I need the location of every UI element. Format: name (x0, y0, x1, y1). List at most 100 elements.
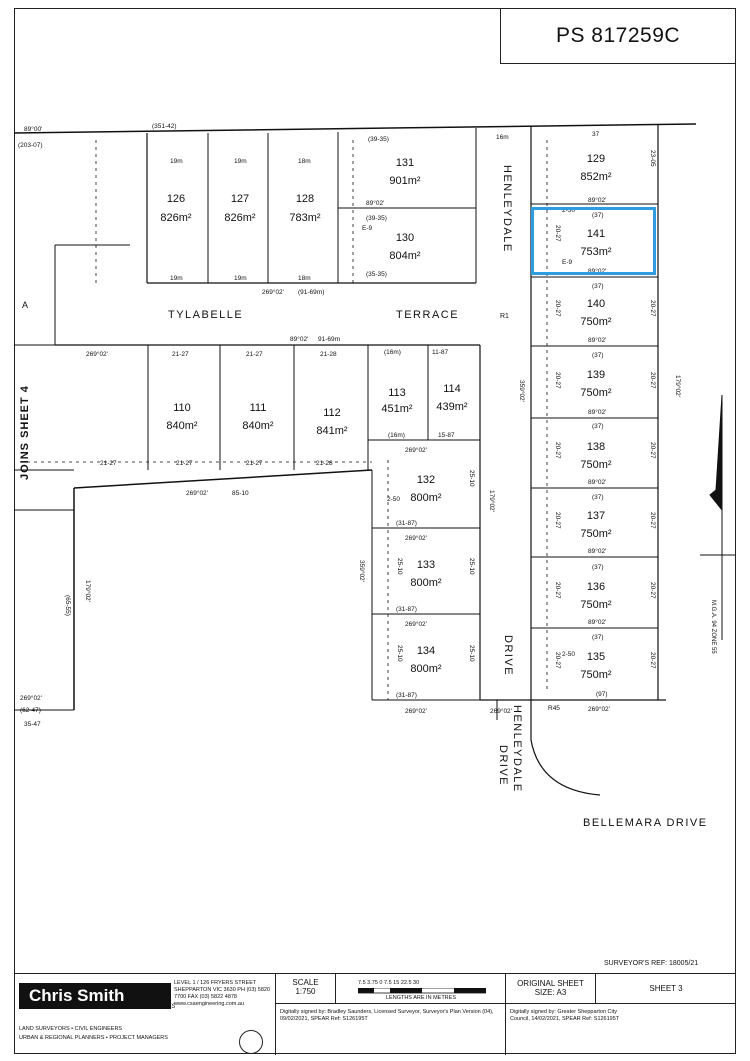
svg-text:R45: R45 (548, 705, 560, 712)
lot-number: 138 (587, 441, 605, 453)
svg-text:2-50: 2-50 (562, 651, 575, 658)
lot-number: 140 (587, 298, 605, 310)
lot-area: 783m² (289, 212, 321, 224)
north-boundary-line (13, 123, 697, 134)
svg-text:89°02': 89°02' (588, 336, 606, 344)
svg-text:21-28: 21-28 (316, 460, 333, 467)
svg-text:25-10: 25-10 (396, 558, 403, 575)
svg-text:21-27: 21-27 (100, 460, 117, 467)
road-name-tylabelle: TYLABELLE (168, 309, 243, 321)
road-name-bellemara: BELLEMARA DRIVE (583, 817, 708, 829)
svg-text:19m: 19m (234, 275, 247, 282)
lot-area: 750m² (580, 459, 612, 471)
svg-text:19m: 19m (170, 158, 183, 165)
lot-labels: 126 826m² 127 826m² 128 783m² 131 901m² … (160, 153, 612, 681)
svg-text:21-27: 21-27 (246, 351, 263, 358)
original-sheet-cell: ORIGINAL SHEET SIZE: A3 (506, 974, 596, 1004)
svg-text:37: 37 (592, 131, 600, 138)
lot-number: 133 (417, 559, 435, 571)
svg-text:25-10: 25-10 (468, 645, 475, 662)
lot-area: 750m² (580, 528, 612, 540)
svg-text:E-9: E-9 (562, 259, 573, 266)
svg-text:(16m): (16m) (388, 432, 405, 439)
council-signature-cell: Digitally signed by: Greater Shepparton … (506, 1004, 736, 1055)
lot-area: 800m² (410, 663, 442, 675)
svg-text:269°02': 269°02' (405, 620, 427, 628)
svg-text:(37): (37) (592, 634, 604, 641)
svg-text:20-27: 20-27 (649, 512, 656, 529)
svg-text:89°02': 89°02' (290, 335, 308, 343)
svg-text:(31-87): (31-87) (396, 520, 417, 527)
svg-text:179°02': 179°02' (84, 580, 92, 602)
sheet-cell: SHEET 3 (596, 974, 736, 1004)
svg-text:91-69m: 91-69m (318, 336, 340, 343)
svg-text:23-05: 23-05 (649, 150, 656, 167)
svg-text:(62-47): (62-47) (20, 707, 41, 714)
lot-area: 750m² (580, 316, 612, 328)
svg-text:(91-69m): (91-69m) (298, 289, 324, 296)
road-name-henleydale-south: HENLEYDALE (511, 705, 523, 793)
svg-text:15-87: 15-87 (438, 432, 455, 439)
lot-number: 136 (587, 581, 605, 593)
svg-text:269°02': 269°02' (405, 446, 427, 454)
svg-text:(31-87): (31-87) (396, 692, 417, 699)
svg-text:18m: 18m (298, 275, 311, 282)
scale-bar (358, 988, 486, 994)
lot-number: 114 (443, 383, 461, 395)
plan-sheet-border (14, 8, 736, 1054)
svg-text:11-87: 11-87 (432, 349, 449, 356)
road-name-henleydale-north: HENLEYDALE (501, 165, 513, 253)
lot-number: 126 (167, 193, 185, 205)
grid-zone-label: M.G.A. 94 ZONE 55 (710, 600, 716, 654)
road-name-drive: DRIVE (502, 635, 514, 676)
surveyor-signature-cell: Digitally signed by: Bradley Saunders, L… (276, 1004, 506, 1055)
svg-text:89°00': 89°00' (24, 125, 42, 133)
lot-area: 804m² (389, 250, 421, 262)
original-sheet-size: ORIGINAL SHEET SIZE: A3 (517, 979, 584, 997)
svg-text:(31-87): (31-87) (396, 606, 417, 613)
svg-text:(351-42): (351-42) (152, 123, 177, 130)
firm-services-2: URBAN & REGIONAL PLANNERS • PROJECT MANA… (19, 1035, 168, 1041)
svg-text:21-27: 21-27 (246, 460, 263, 467)
lot-number: 135 (587, 651, 605, 663)
lot-number: 129 (587, 153, 605, 165)
lot-number: 131 (396, 157, 414, 169)
svg-text:20-27: 20-27 (554, 512, 561, 529)
svg-text:269°02': 269°02' (490, 707, 512, 715)
svg-text:89°02': 89°02' (366, 199, 384, 207)
sheet-number: SHEET 3 (649, 984, 683, 993)
svg-text:269°02': 269°02' (405, 707, 427, 715)
svg-text:89°02': 89°02' (588, 618, 606, 626)
svg-text:269°02': 269°02' (20, 694, 42, 702)
lot-area: 451m² (381, 403, 413, 415)
scale-label: SCALE (292, 978, 319, 987)
parcel-label-a: A (22, 300, 28, 310)
lot-area: 750m² (580, 599, 612, 611)
lot-area: 841m² (316, 425, 348, 437)
surveyor-signature: Digitally signed by: Bradley Saunders, L… (280, 1009, 494, 1022)
lot-141-highlight (531, 207, 656, 275)
svg-text:179°02': 179°02' (674, 375, 682, 397)
svg-text:20-27: 20-27 (649, 300, 656, 317)
lot-number: 112 (323, 407, 341, 419)
lot-area: 840m² (242, 420, 274, 432)
lot-area: 901m² (389, 175, 421, 187)
svg-text:85-10: 85-10 (232, 490, 249, 497)
svg-text:21-27: 21-27 (172, 351, 189, 358)
firm-services-1: LAND SURVEYORS • CIVIL ENGINEERS (19, 1026, 123, 1032)
svg-text:35-47: 35-47 (24, 721, 41, 728)
lot-number: 110 (173, 402, 191, 414)
scale-ticks: 7.5 3.75 0 7.5 15 22.5 30 (358, 980, 420, 986)
scale-bar-cell: 7.5 3.75 0 7.5 15 22.5 30 LENGTHS ARE IN… (336, 974, 506, 1004)
firm-logo: Chris Smith (19, 983, 171, 1009)
svg-text:20-27: 20-27 (554, 225, 561, 242)
lot-number: 111 (250, 402, 267, 414)
lot-number: 139 (587, 369, 605, 381)
firm-seal-icon (239, 1030, 263, 1054)
road-name-drive-south: DRIVE (497, 745, 509, 786)
svg-text:(203-07): (203-07) (18, 142, 43, 149)
scale-value: 1:750 (295, 987, 316, 996)
svg-text:89°02': 89°02' (588, 408, 606, 416)
svg-text:21-28: 21-28 (320, 351, 337, 358)
